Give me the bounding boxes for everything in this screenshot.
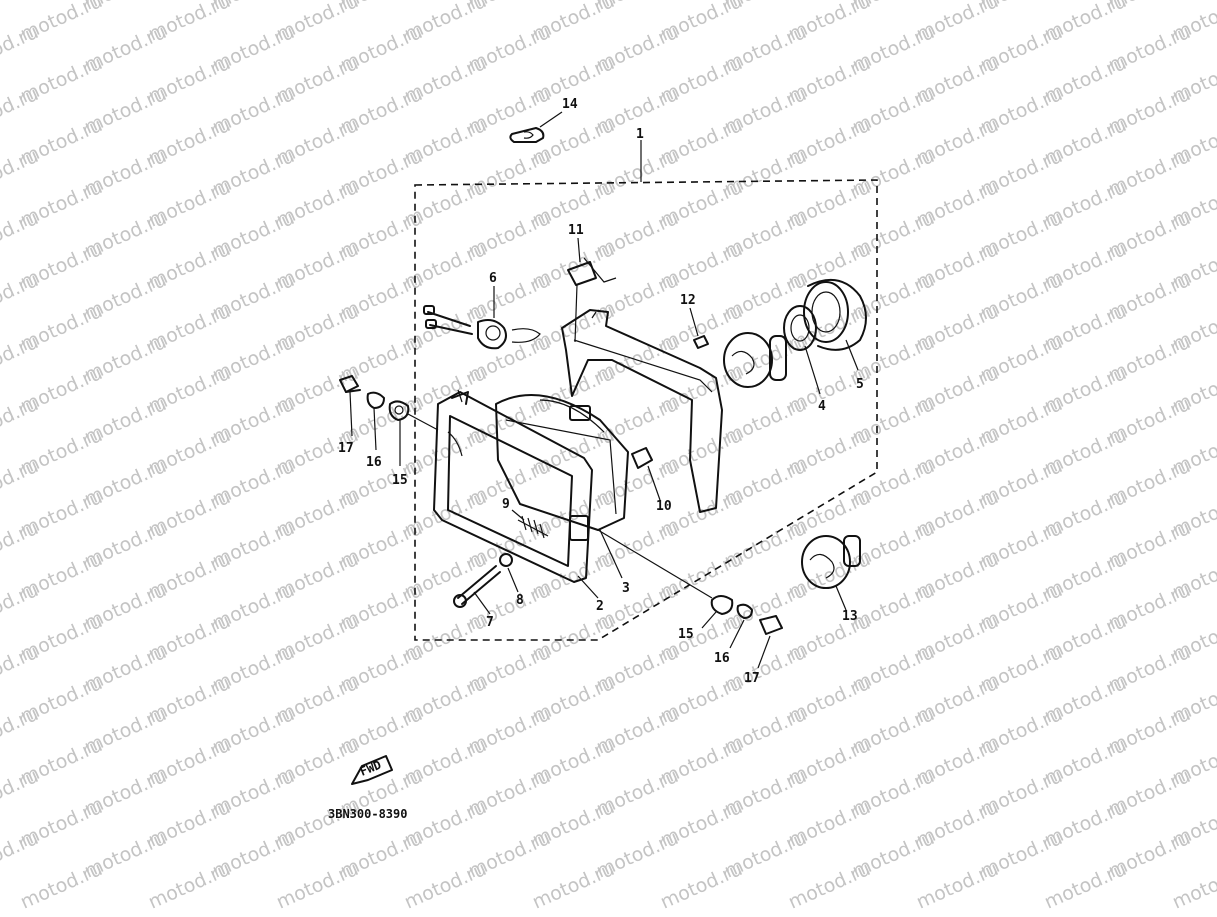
rear-case: [561, 309, 723, 513]
leader-line-15-right: [701, 611, 717, 629]
leader-line-16-left: [373, 407, 377, 451]
callout-17-left: 17: [338, 441, 354, 456]
watermark-text-243: motod.ru: [0, 517, 42, 573]
nut-part-8: [499, 553, 513, 567]
leader-line-16-right: [729, 619, 745, 649]
bolt-part-17-left: [339, 375, 361, 393]
spring-clip-part-11: [567, 257, 617, 343]
callout-15-left: 15: [392, 473, 408, 488]
callout-8: 8: [516, 593, 524, 608]
watermark-text-381: motod.ru: [785, 858, 874, 913]
bulb-part-4: [723, 305, 817, 388]
grommet-part-15-right: [710, 595, 734, 615]
spring-part-9: [517, 515, 549, 539]
callout-16-left: 16: [366, 455, 382, 470]
screw-part-12: [693, 335, 709, 349]
leader-line-5: [845, 339, 859, 371]
leader-line-9: [511, 509, 525, 521]
watermark-text-380: motod.ru: [657, 858, 746, 913]
clip-part-10: [631, 447, 653, 469]
callout-16-right: 16: [714, 651, 730, 666]
watermark-text-291: motod.ru: [0, 641, 42, 697]
watermark-text-363: motod.ru: [0, 827, 42, 883]
watermark-text-51: motod.ru: [0, 21, 42, 77]
bulb-part-13: [801, 535, 861, 589]
leader-line-3: [599, 529, 623, 579]
watermark-text-267: motod.ru: [0, 579, 42, 635]
watermark-text-375: motod.ru: [17, 858, 106, 913]
callout-7: 7: [486, 615, 494, 630]
rubber-cover-part-5: [803, 278, 867, 351]
watermark-text-27: motod.ru: [0, 0, 42, 15]
watermark-text-377: motod.ru: [273, 858, 362, 913]
watermark-text-123: motod.ru: [0, 207, 42, 263]
leader-line-13: [835, 585, 847, 611]
grommet-part-15-left: [388, 400, 410, 421]
headlight-unit-part-3: [495, 394, 629, 531]
watermark-text-195: motod.ru: [0, 393, 42, 449]
leader-line-2: [577, 575, 599, 599]
leader-line-10: [647, 465, 661, 501]
watermark-text-339: motod.ru: [0, 765, 42, 821]
bolt-part-17-right: [759, 615, 783, 635]
callout-11: 11: [568, 223, 584, 238]
callout-4: 4: [818, 399, 826, 414]
watermark-text-384: motod.ru: [1169, 858, 1217, 913]
collar-part-16-left: [366, 391, 385, 409]
callout-9: 9: [502, 497, 510, 512]
leader-line-15-left: [407, 413, 439, 431]
callout-17-right: 17: [744, 671, 760, 686]
watermark-text-376: motod.ru: [145, 858, 234, 913]
leader-line-11: [577, 237, 581, 263]
callout-13: 13: [842, 609, 858, 624]
watermark-text-383: motod.ru: [1041, 858, 1130, 913]
callout-3: 3: [622, 581, 630, 596]
leader-line-axis-right: [597, 529, 713, 599]
watermark-text-382: motod.ru: [913, 858, 1002, 913]
headlight-rim-part-2: [433, 389, 593, 583]
leader-line-14: [539, 111, 563, 128]
watermark-text-378: motod.ru: [401, 858, 490, 913]
callout-12: 12: [680, 293, 696, 308]
watermark-text-379: motod.ru: [529, 858, 618, 913]
leader-line-8: [507, 567, 519, 593]
watermark-text-171: motod.ru: [0, 331, 42, 387]
watermark-text-219: motod.ru: [0, 455, 42, 511]
callout-5: 5: [856, 377, 864, 392]
callout-15-right: 15: [678, 627, 694, 642]
watermark-text-99: motod.ru: [0, 145, 42, 201]
callout-2: 2: [596, 599, 604, 614]
watermark-text-75: motod.ru: [0, 83, 42, 139]
callout-14: 14: [562, 97, 578, 112]
leader-line-17-right: [757, 635, 771, 669]
assembly-boundary: [414, 179, 878, 641]
callout-6: 6: [489, 271, 497, 286]
callout-10: 10: [656, 499, 672, 514]
leader-line-17-left: [349, 391, 353, 437]
leader-line-7: [473, 591, 491, 615]
callout-1: 1: [636, 127, 644, 142]
drawing-code: 3BN300-8390: [328, 807, 407, 821]
socket-part-6: [423, 305, 541, 350]
leader-line-4: [804, 345, 821, 395]
bulb-part-14: [509, 127, 545, 143]
watermark-text-147: motod.ru: [0, 269, 42, 325]
watermark-text-315: motod.ru: [0, 703, 42, 759]
leader-line-12: [689, 307, 699, 337]
collar-part-16-right: [736, 603, 753, 619]
screw-part-7: [453, 565, 501, 608]
